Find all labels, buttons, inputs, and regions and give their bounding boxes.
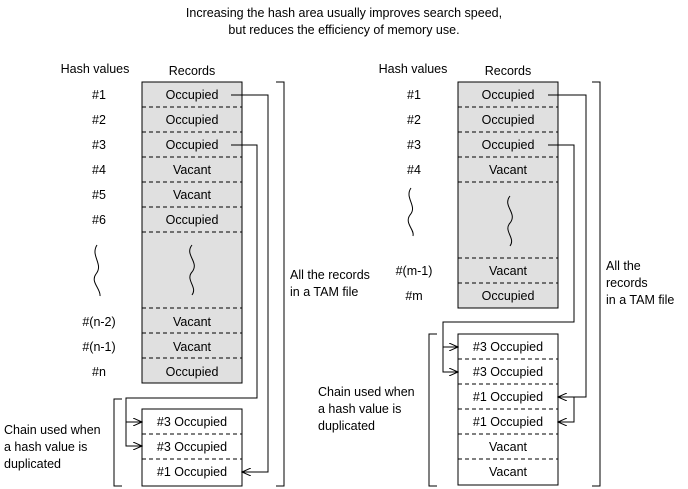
title-line-1: Increasing the hash area usually improve…: [186, 6, 502, 20]
title-line-2: but reduces the efficiency of memory use…: [228, 23, 459, 37]
right-hash-values-header: Hash values: [379, 62, 448, 76]
left-tam-label: in a TAM file: [290, 285, 358, 299]
right-hash-label: #4: [407, 163, 421, 177]
right-chain-entry: #1 Occupied: [473, 390, 543, 404]
right-records-header: Records: [485, 64, 532, 78]
left-chain-entry: #3 Occupied: [157, 440, 227, 454]
right-record: Vacant: [489, 264, 528, 278]
right-hash-label: #m: [405, 289, 422, 303]
left-records-ellipsis-squiggle: [189, 244, 195, 296]
left-record: Vacant: [173, 163, 212, 177]
right-record: Vacant: [489, 163, 528, 177]
right-tam-label: All the: [606, 259, 641, 273]
right-hash-label: #2: [407, 113, 421, 127]
left-arrow-1-to-chain: [231, 94, 269, 472]
left-records-table: [141, 81, 243, 384]
left-records-header: Records: [169, 64, 216, 78]
right-chain-label: Chain used when: [318, 385, 415, 399]
left-hash-label: #2: [92, 113, 106, 127]
right-chain-entry: #3 Occupied: [473, 340, 543, 354]
right-chain-entry: #3 Occupied: [473, 365, 543, 379]
left-record: Occupied: [166, 213, 219, 227]
left-hash-label: #n: [92, 365, 106, 379]
left-chain-entry: #3 Occupied: [157, 415, 227, 429]
left-chain-table: #3 Occupied #3 Occupied #1 Occupied: [141, 408, 243, 487]
left-diagram: Hash values Records Occupied Occupied Oc…: [4, 62, 370, 487]
left-chain-box: [141, 408, 243, 487]
left-arrow-chain-next: [125, 421, 142, 446]
right-chain-entry: Vacant: [489, 440, 528, 454]
left-hash-label: #3: [92, 138, 106, 152]
right-record: Occupied: [482, 138, 535, 152]
right-record: Occupied: [482, 88, 535, 102]
left-hash-label: #(n-2): [82, 315, 115, 329]
right-records-ellipsis-squiggle: [507, 195, 513, 247]
left-hash-label: #1: [92, 88, 106, 102]
right-hash-label: #3: [407, 138, 421, 152]
right-record-dividers: [458, 106, 558, 284]
left-record: Vacant: [173, 315, 212, 329]
right-records-box: [457, 81, 559, 309]
left-record: Vacant: [173, 188, 212, 202]
left-hash-ellipsis-squiggle: [93, 244, 101, 297]
right-chain-table: #3 Occupied #3 Occupied #1 Occupied #1 O…: [457, 333, 559, 486]
left-chain-entry: #1 Occupied: [157, 465, 227, 479]
right-chain-bracket: [428, 333, 437, 487]
right-hash-label: #1: [407, 88, 421, 102]
left-record: Occupied: [166, 138, 219, 152]
left-hash-label: #4: [92, 163, 106, 177]
right-chain-arrows: [442, 94, 587, 422]
left-chain-label: duplicated: [4, 457, 61, 471]
right-tam-label: records: [606, 276, 648, 290]
right-hash-label: #(m-1): [396, 264, 433, 278]
left-record: Occupied: [166, 88, 219, 102]
left-hash-label: #6: [92, 213, 106, 227]
left-record-dividers: [142, 106, 242, 359]
right-arrow-chain-3-next: [442, 346, 458, 372]
left-chain-label: Chain used when: [4, 423, 101, 437]
right-record: Occupied: [482, 289, 535, 303]
left-chain-bracket: [113, 398, 122, 487]
left-tam-label: All the records: [290, 268, 370, 282]
right-chain-label: duplicated: [318, 419, 375, 433]
right-chain-entry: #1 Occupied: [473, 415, 543, 429]
left-record: Occupied: [166, 365, 219, 379]
left-hash-values-header: Hash values: [61, 62, 130, 76]
right-chain-entry: Vacant: [489, 465, 528, 479]
left-chain-arrows: [125, 94, 269, 472]
right-record: Occupied: [482, 113, 535, 127]
right-diagram: Hash values Records Occupied Occupied Oc…: [318, 62, 674, 487]
left-hash-label: #5: [92, 188, 106, 202]
right-tam-bracket: [592, 81, 601, 487]
left-hash-label: #(n-1): [82, 340, 115, 354]
right-arrow-chain-1-next: [558, 396, 575, 422]
right-hash-ellipsis-squiggle: [407, 187, 414, 237]
right-tam-label: in a TAM file: [606, 293, 674, 307]
left-record: Occupied: [166, 113, 219, 127]
right-records-table: [457, 81, 559, 309]
left-tam-bracket: [276, 81, 285, 487]
left-chain-label: a hash value is: [4, 440, 87, 454]
left-record: Vacant: [173, 340, 212, 354]
right-chain-label: a hash value is: [318, 402, 401, 416]
